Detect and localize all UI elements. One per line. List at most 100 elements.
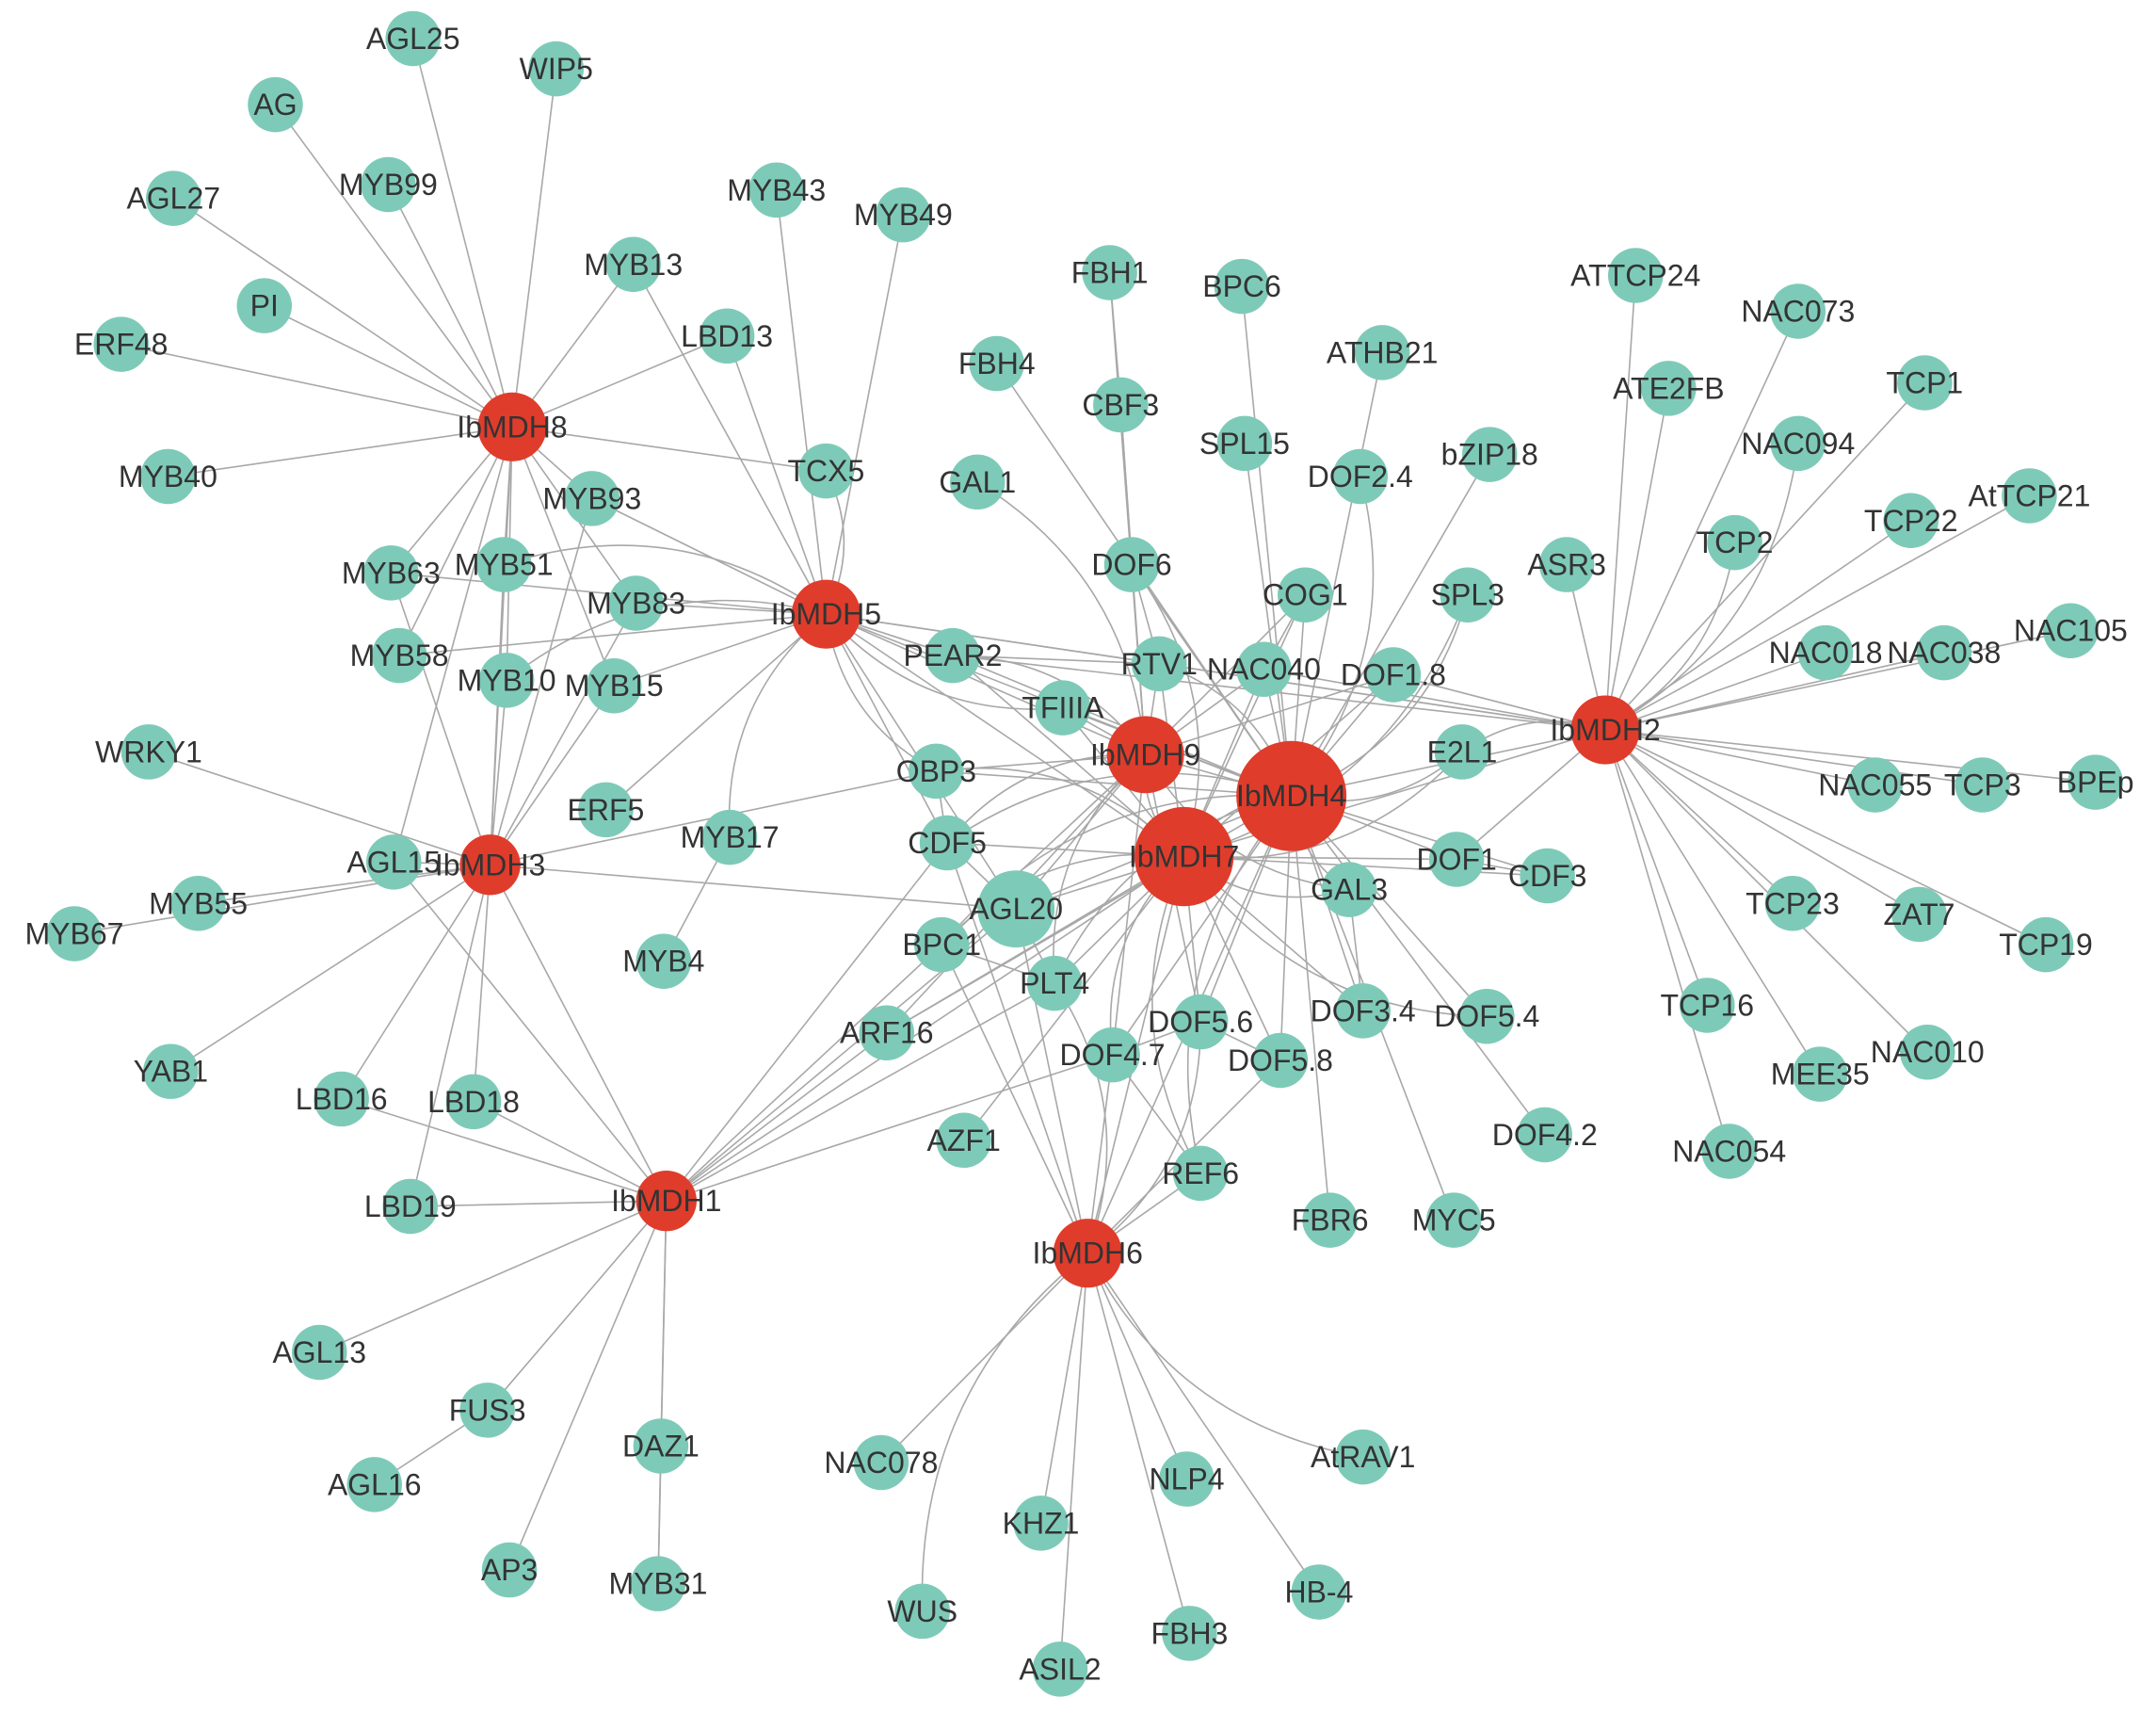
node-circle-DOF6[interactable] [1103,537,1160,592]
node-circle-NAC040[interactable] [1236,641,1292,697]
node-circle-NAC105[interactable] [2043,603,2099,658]
node-PEAR2[interactable]: PEAR2 [903,627,1002,684]
node-TCX5[interactable]: TCX5 [787,443,864,499]
node-circle-MYB43[interactable] [748,162,804,218]
node-circle-HB-4[interactable] [1291,1564,1347,1620]
node-circle-MYB58[interactable] [371,627,427,684]
node-WUS[interactable]: WUS [887,1583,957,1640]
node-YAB1[interactable]: YAB1 [134,1043,208,1099]
node-circle-NAC010[interactable] [1900,1024,1955,1080]
node-circle-MYB49[interactable] [876,186,931,243]
node-circle-AGL15[interactable] [365,834,422,890]
node-MYB63[interactable]: MYB63 [342,545,441,601]
node-circle-IbMDH8[interactable] [477,392,547,461]
node-circle-DOF5.4[interactable] [1459,988,1515,1044]
node-ATHB21[interactable]: ATHB21 [1327,325,1439,380]
node-MYB15[interactable]: MYB15 [565,657,664,714]
node-circle-AtRAV1[interactable] [1335,1429,1391,1485]
node-MYB51[interactable]: MYB51 [455,537,554,592]
node-MYB40[interactable]: MYB40 [119,448,217,505]
node-IbMDH9[interactable]: IbMDH9 [1090,716,1200,794]
node-circle-MYB63[interactable] [363,545,419,601]
node-circle-MYB17[interactable] [701,809,758,865]
node-circle-WRKY1[interactable] [121,724,177,780]
node-circle-DOF5.8[interactable] [1252,1032,1309,1089]
node-circle-CBF3[interactable] [1093,377,1149,433]
node-IbMDH7[interactable]: IbMDH7 [1129,806,1239,907]
node-circle-TCP16[interactable] [1680,978,1735,1033]
node-circle-ERF5[interactable] [578,782,634,838]
node-PI[interactable]: PI [236,278,293,333]
node-circle-ARF16[interactable] [859,1005,914,1060]
node-ZAT7[interactable]: ZAT7 [1884,886,1955,943]
node-GAL1[interactable]: GAL1 [939,454,1016,510]
node-TCP3[interactable]: TCP3 [1944,757,2021,813]
node-NAC078[interactable]: NAC078 [824,1434,938,1491]
node-circle-PEAR2[interactable] [925,627,981,684]
node-MYB49[interactable]: MYB49 [854,186,953,243]
node-circle-AGL20[interactable] [977,870,1055,948]
node-circle-OBP3[interactable] [909,743,964,800]
node-circle-IbMDH1[interactable] [636,1170,697,1232]
node-IbMDH2[interactable]: IbMDH2 [1550,695,1661,765]
node-circle-IbMDH9[interactable] [1106,716,1184,794]
node-circle-DOF4.2[interactable] [1517,1107,1572,1163]
node-MYB67[interactable]: MYB67 [24,906,123,962]
node-REF6[interactable]: REF6 [1162,1145,1239,1202]
node-AtTCP21[interactable]: AtTCP21 [1969,468,2091,524]
node-circle-TCP22[interactable] [1883,493,1939,549]
node-circle-COG1[interactable] [1278,567,1333,623]
node-circle-MYC5[interactable] [1425,1192,1482,1248]
node-circle-LBD18[interactable] [445,1074,502,1130]
node-DOF4.2[interactable]: DOF4.2 [1492,1107,1598,1163]
node-circle-REF6[interactable] [1172,1145,1229,1202]
node-circle-SPL3[interactable] [1440,567,1496,623]
node-BPEp[interactable]: BPEp [2057,754,2134,810]
node-circle-SPL15[interactable] [1216,415,1273,472]
node-circle-TCX5[interactable] [798,443,854,499]
node-circle-MYB10[interactable] [478,653,535,708]
node-FBH1[interactable]: FBH1 [1071,245,1149,300]
node-AG[interactable]: AG [248,76,303,133]
node-ERF48[interactable]: ERF48 [74,316,169,372]
node-TCP19[interactable]: TCP19 [1999,916,2093,973]
node-circle-NAC038[interactable] [1916,624,1972,681]
node-FBR6[interactable]: FBR6 [1292,1192,1369,1248]
node-circle-PI[interactable] [236,278,293,333]
node-BPC1[interactable]: BPC1 [902,916,981,973]
node-circle-FBH4[interactable] [969,335,1024,392]
node-circle-DOF1.8[interactable] [1365,647,1422,703]
node-circle-AG[interactable] [248,76,303,133]
node-LBD19[interactable]: LBD19 [364,1178,457,1235]
node-CBF3[interactable]: CBF3 [1082,377,1159,433]
node-circle-AGL13[interactable] [292,1324,347,1381]
node-AGL13[interactable]: AGL13 [272,1324,366,1381]
node-circle-WIP5[interactable] [528,40,585,97]
node-circle-GAL1[interactable] [950,454,1006,510]
node-circle-TCP1[interactable] [1897,355,1953,411]
node-circle-FBR6[interactable] [1302,1192,1358,1248]
node-AtRAV1[interactable]: AtRAV1 [1311,1429,1415,1485]
node-ASIL2[interactable]: ASIL2 [1019,1641,1102,1697]
node-CDF3[interactable]: CDF3 [1508,848,1587,904]
node-circle-BPEp[interactable] [2068,754,2123,810]
node-CDF5[interactable]: CDF5 [908,815,987,871]
node-circle-LBD16[interactable] [314,1071,369,1127]
node-circle-KHZ1[interactable] [1013,1496,1069,1551]
node-MYB55[interactable]: MYB55 [149,876,248,931]
node-circle-LBD13[interactable] [699,308,755,364]
node-circle-MYB51[interactable] [475,537,532,592]
node-circle-DOF4.7[interactable] [1085,1027,1140,1083]
node-circle-TCP23[interactable] [1764,876,1821,931]
node-circle-GAL3[interactable] [1321,862,1377,917]
node-DOF5.6[interactable]: DOF5.6 [1148,994,1253,1050]
node-IbMDH3[interactable]: IbMDH3 [435,834,545,896]
node-circle-ZAT7[interactable] [1891,886,1947,943]
node-circle-TCP19[interactable] [2018,916,2074,973]
node-circle-FUS3[interactable] [459,1383,515,1438]
node-circle-IbMDH3[interactable] [459,834,521,896]
node-circle-NAC094[interactable] [1770,415,1826,472]
node-circle-NAC018[interactable] [1797,624,1854,681]
node-circle-NAC055[interactable] [1847,757,1903,813]
node-TCP22[interactable]: TCP22 [1864,493,1958,549]
